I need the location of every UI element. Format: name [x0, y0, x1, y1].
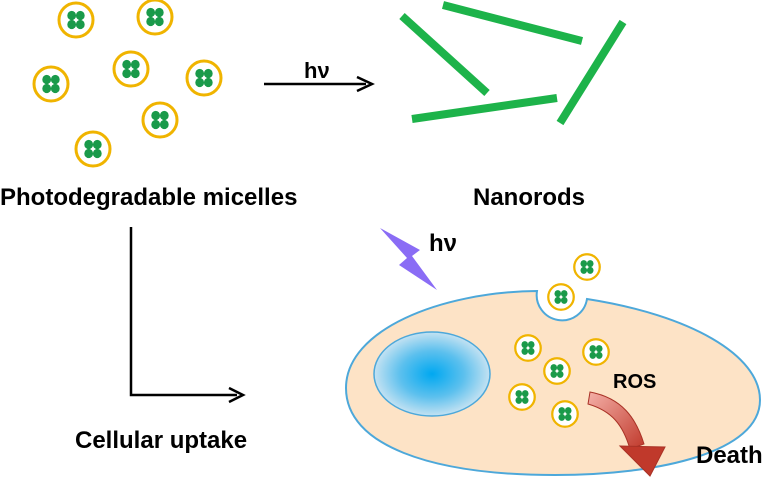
cellular-uptake-label: Cellular uptake [75, 427, 248, 454]
nanorods-label: Nanorods [473, 184, 586, 211]
micelle-icon [582, 338, 610, 366]
ros-label: ROS [613, 371, 657, 393]
micelle-icon [514, 334, 542, 362]
micelle-icon [573, 253, 601, 281]
cell-nucleus [373, 331, 491, 417]
lightning-icon [380, 228, 437, 290]
micelle-icon [136, 0, 174, 36]
curved-arrow-icon [587, 391, 666, 477]
micelle-icon [547, 283, 575, 311]
micelle-icon [543, 357, 571, 385]
micelle-icon [508, 383, 536, 411]
nanorods-illustration [399, 1, 627, 126]
death-label: Death [696, 442, 763, 469]
micelle-icon [32, 65, 70, 103]
micelle-icon [141, 101, 179, 139]
micelle-icon [57, 1, 95, 39]
nanorod [441, 1, 584, 45]
hv-label-top: hν [304, 58, 330, 83]
nanorod [411, 94, 558, 123]
nanorod [556, 19, 627, 126]
uptake-arrow-icon [129, 227, 246, 404]
micelle-group-top [32, 0, 223, 168]
micelle-icon [74, 130, 112, 168]
micelle-icon [112, 50, 150, 88]
micelle-icon [185, 59, 223, 97]
micelle-icon [551, 400, 579, 428]
nanorod [399, 13, 490, 96]
hv-label-bottom: hν [429, 230, 458, 257]
arrow-right-icon [264, 75, 375, 93]
micelles-label: Photodegradable micelles [0, 184, 298, 211]
